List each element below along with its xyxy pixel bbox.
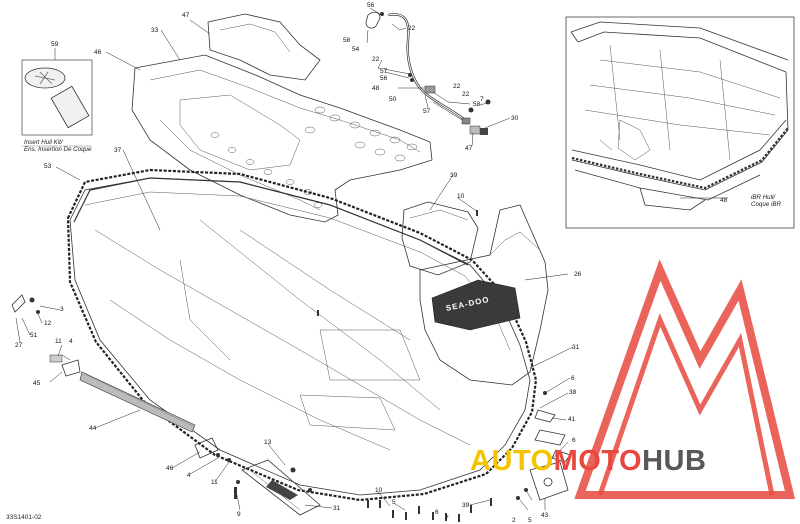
- part-label: 56: [380, 75, 388, 82]
- part-label: 51: [30, 332, 38, 339]
- gunwale-seal: [66, 168, 538, 502]
- part-label: 47: [465, 145, 473, 152]
- ibr-hull-note: iBR Hull/ Coque iBR: [751, 194, 781, 208]
- part-label: 39: [450, 172, 458, 179]
- part-label: 37: [114, 147, 122, 154]
- part-label: 6: [571, 375, 575, 382]
- insert-hull-kit-line2: Ens. Insertion De Coque: [24, 146, 92, 153]
- part-label: 22: [372, 56, 380, 63]
- left-small-parts: [11, 294, 81, 377]
- ibr-hull-line2: Coque iBR: [751, 201, 781, 208]
- gunwale-seal-inner: [73, 177, 469, 266]
- insert-hull-kit-line1: Insert Hull Kit/: [24, 139, 64, 146]
- part-label: 7: [445, 515, 449, 522]
- rub-strip: [79, 371, 196, 433]
- part-label: 13: [264, 439, 272, 446]
- part-label: 57: [380, 68, 388, 75]
- part-label: 22: [408, 25, 416, 32]
- part-label: 59: [51, 41, 59, 48]
- part-label: 33: [151, 27, 159, 34]
- part-label: 12: [44, 320, 52, 327]
- part-label: 58: [343, 37, 351, 44]
- watermark-hub: HUB: [642, 445, 706, 477]
- watermark-auto: AUTO: [470, 445, 554, 477]
- bottom-fittings: [194, 437, 240, 499]
- ibr-hull-line1: iBR Hull/: [751, 194, 776, 201]
- diagram-reference-code: 33S1401-02: [6, 514, 42, 521]
- main-hull: [69, 177, 531, 496]
- part-label: 57: [423, 108, 431, 115]
- part-label: 6: [435, 509, 439, 516]
- part-label: 4: [187, 472, 191, 479]
- part-label: 7: [480, 96, 484, 103]
- part-label: 53: [44, 163, 52, 170]
- part-label: 54: [352, 46, 360, 53]
- part-label: 46: [166, 465, 174, 472]
- insert-hull-kit-note: Insert Hull Kit/ Ens. Insertion De Coque: [22, 139, 92, 153]
- part-label: 31: [572, 344, 580, 351]
- part-label: 6: [572, 437, 576, 444]
- part-label: 56: [367, 2, 375, 9]
- part-label: 27: [15, 342, 23, 349]
- part-label: 48: [720, 197, 728, 204]
- rear-hardware: [516, 391, 571, 501]
- part-label: 44: [89, 425, 97, 432]
- rear-deck-platform: SEA-DOO: [419, 204, 549, 386]
- part-label: 46: [94, 49, 102, 56]
- part-label: 48: [372, 85, 380, 92]
- watermark-text: AUTOMOTOHUB: [470, 445, 706, 477]
- intake-plate: [241, 459, 321, 516]
- storage-bin: [401, 201, 479, 276]
- part-label: 5: [528, 517, 532, 524]
- part-label: 3: [60, 306, 64, 313]
- part-label: 31: [333, 505, 341, 512]
- part-label: 11: [211, 479, 218, 486]
- part-label: 26: [574, 271, 582, 278]
- part-label: 50: [389, 96, 397, 103]
- part-label: 10: [457, 193, 465, 200]
- part-label: 30: [511, 115, 519, 122]
- screw-rows: [317, 210, 492, 522]
- part-label: 9: [237, 511, 241, 518]
- part-label: 10: [375, 487, 383, 494]
- vent-hose: [365, 11, 491, 135]
- console-cover: [207, 13, 321, 81]
- part-label: 5: [392, 499, 396, 506]
- cap-detail-inset: [21, 59, 93, 136]
- part-label: 58: [473, 101, 481, 108]
- watermark-moto: MOTO: [554, 445, 642, 477]
- part-label: 4: [69, 338, 73, 345]
- part-label: 2: [512, 517, 516, 524]
- part-label: 41: [568, 416, 576, 423]
- part-labels: 47 33 31 33 46 37 53 59 56 58 54 22 22 5…: [15, 2, 728, 524]
- part-label: 39: [462, 502, 470, 509]
- leader-lines: [15, 7, 728, 511]
- part-label: 11: [55, 338, 62, 345]
- deck-holes: [210, 106, 418, 208]
- part-label: 2: [566, 458, 570, 465]
- part-label: 47: [182, 12, 190, 19]
- part-label: 22: [453, 83, 461, 90]
- watermark-logo: [574, 259, 796, 499]
- ibr-hull-detail-inset: [565, 16, 795, 229]
- part-label: 38: [569, 389, 577, 396]
- part-label: 43: [541, 512, 549, 519]
- part-label: 22: [462, 91, 470, 98]
- part-label: 45: [33, 380, 41, 387]
